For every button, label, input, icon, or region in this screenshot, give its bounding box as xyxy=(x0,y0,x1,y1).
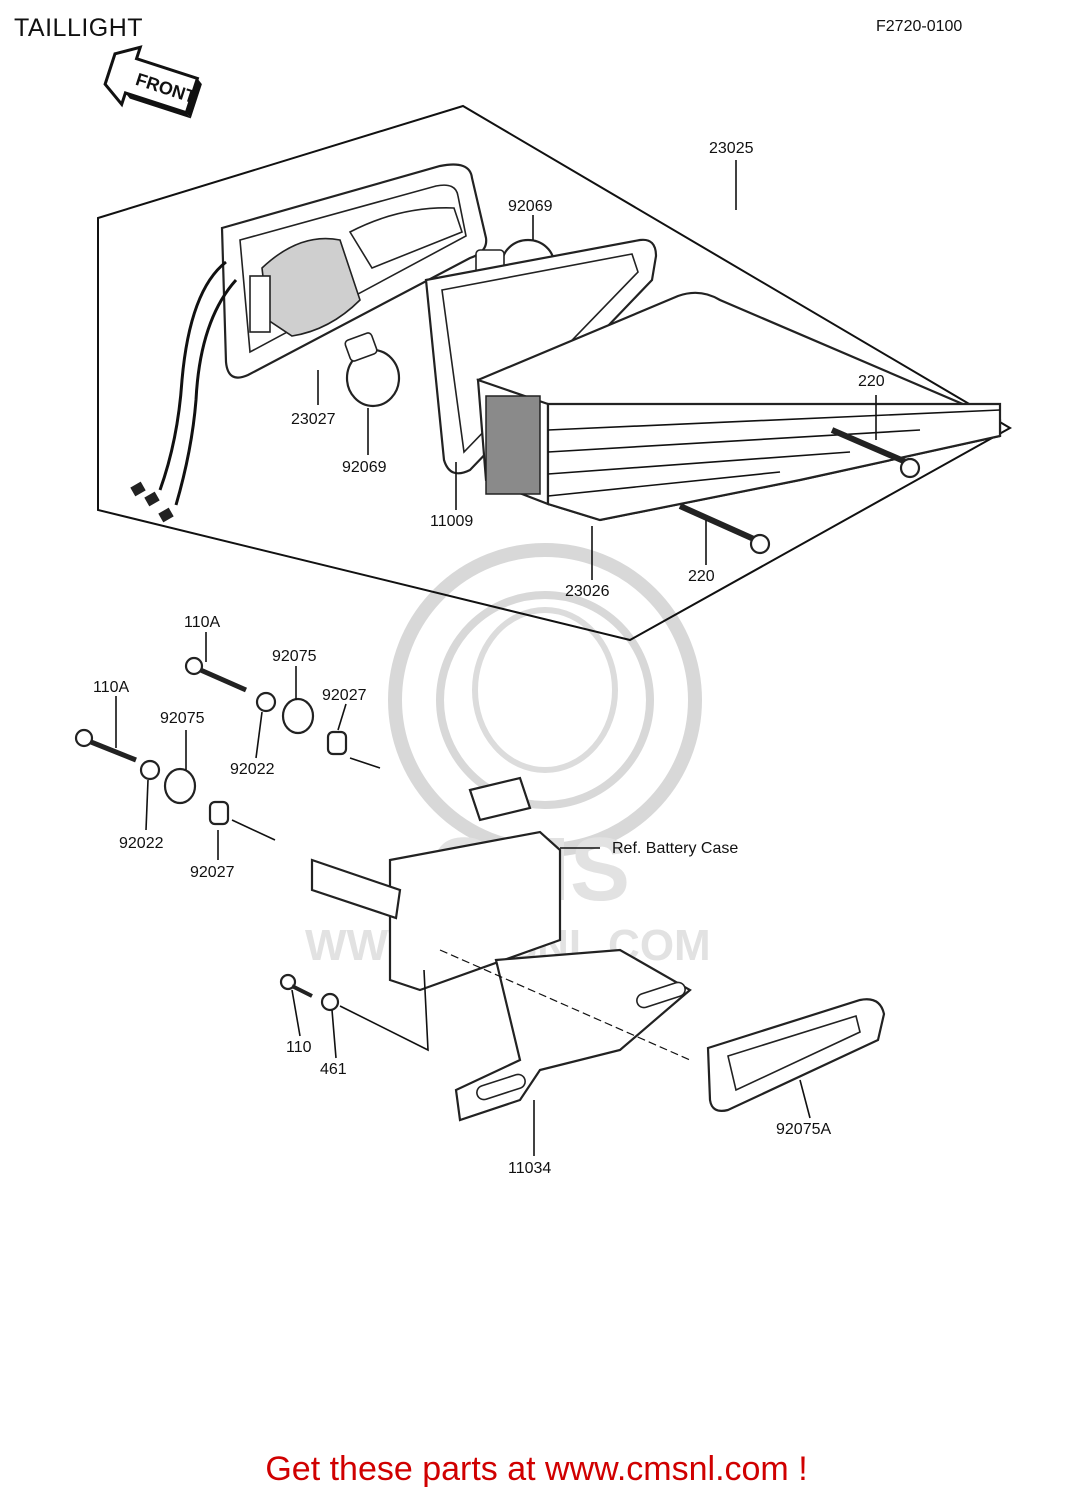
washer-92022-lower xyxy=(139,759,161,781)
wire-harness xyxy=(130,260,238,523)
label-92075-upper: 92075 xyxy=(272,648,317,665)
label-220-lower: 220 xyxy=(688,568,715,585)
label-92027-lower: 92027 xyxy=(190,864,235,881)
label-ref-battery-case: Ref. Battery Case xyxy=(612,840,738,857)
nut-461 xyxy=(320,992,340,1012)
diagram-code: F2720-0100 xyxy=(876,18,963,35)
label-92075A: 92075A xyxy=(776,1121,831,1138)
front-arrow: FRONT xyxy=(103,45,202,119)
grommet-92075-upper xyxy=(281,697,315,735)
label-92075-lower: 92075 xyxy=(160,710,205,727)
bolt-110A-upper xyxy=(184,656,248,693)
label-23026: 23026 xyxy=(565,583,610,600)
label-461: 461 xyxy=(320,1061,347,1078)
label-11009: 11009 xyxy=(430,513,473,530)
collar-92027-lower xyxy=(208,800,230,826)
license-light-gasket xyxy=(706,998,886,1112)
label-11034: 11034 xyxy=(508,1160,551,1177)
label-110: 110 xyxy=(286,1039,312,1056)
screw-upper xyxy=(830,427,921,479)
part-labels: 23025 92069 92069 23027 11009 23026 220 … xyxy=(93,140,885,1177)
label-23025: 23025 xyxy=(709,140,754,157)
diagram-title: TAILLIGHT xyxy=(14,14,144,42)
bulb-lower xyxy=(344,332,401,408)
label-92022-upper: 92022 xyxy=(230,761,275,778)
leader-lines xyxy=(115,160,877,1156)
label-92022-lower: 92022 xyxy=(119,835,164,852)
label-92069-upper: 92069 xyxy=(508,198,553,215)
label-23027: 23027 xyxy=(291,411,336,428)
label-110A-upper: 110A xyxy=(184,614,221,631)
lens-housing xyxy=(476,291,1002,522)
label-92069-lower: 92069 xyxy=(342,459,387,476)
bolt-110A-lower xyxy=(74,728,137,763)
assembly-outline xyxy=(97,104,1013,642)
license-bracket xyxy=(310,776,692,1122)
cmsnl-promo-link[interactable]: Get these parts at www.cmsnl.com ! xyxy=(265,1450,808,1488)
lamp-base xyxy=(220,163,488,379)
washer-92022-upper xyxy=(255,691,277,713)
collar-92027-upper xyxy=(326,730,348,756)
screw-lower xyxy=(678,503,771,555)
label-220-upper: 220 xyxy=(858,373,885,390)
label-110A-lower: 110A xyxy=(93,679,130,696)
screw-110 xyxy=(279,973,313,998)
label-92027-upper: 92027 xyxy=(322,687,367,704)
grommet-92075-lower xyxy=(163,767,197,805)
